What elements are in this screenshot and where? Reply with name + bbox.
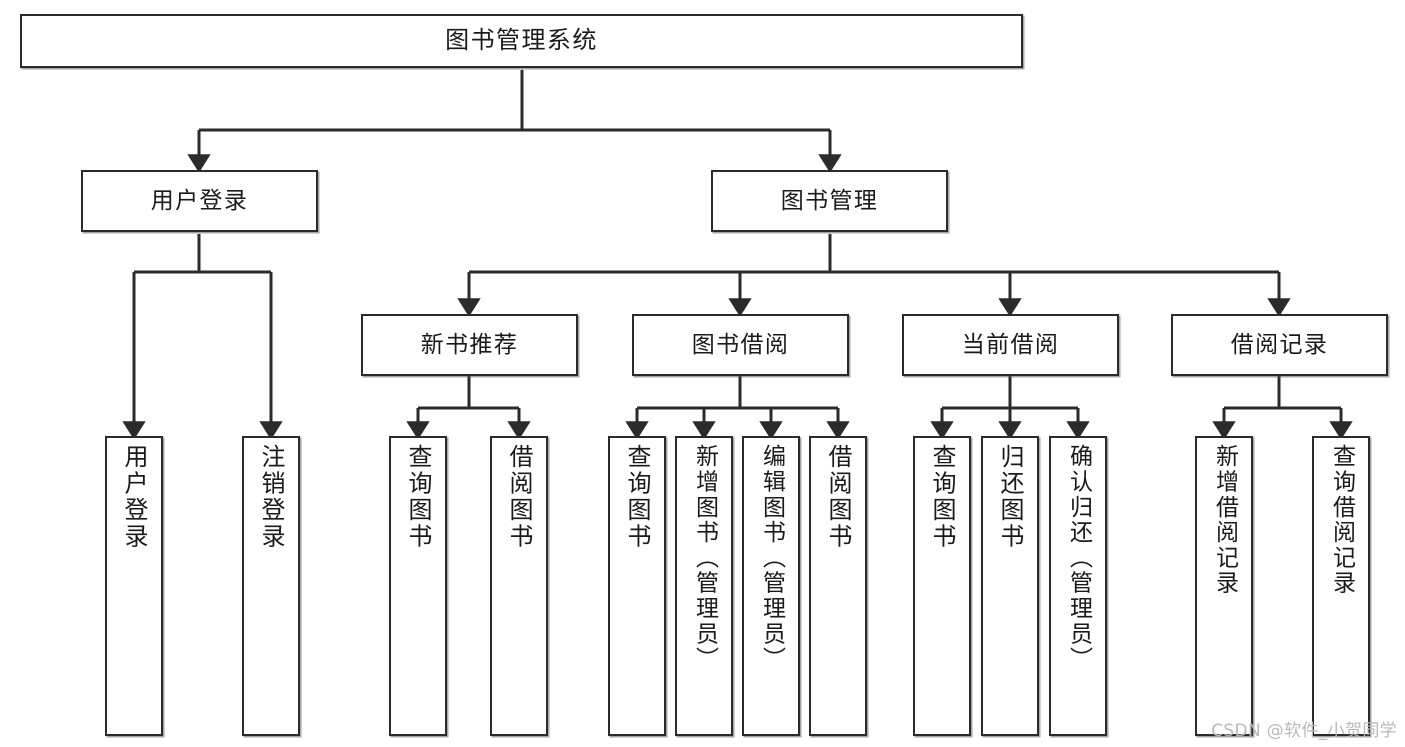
node-leaf-add-book-label: 新增图书（管理员） xyxy=(691,444,718,672)
node-leaf-borrow-book-1-label: 借阅图书 xyxy=(505,444,533,550)
node-leaf-user-login[interactable]: 用户登录 xyxy=(105,436,163,736)
node-leaf-user-login-label: 用户登录 xyxy=(120,444,148,550)
node-book-borrow-label: 图书借阅 xyxy=(691,331,790,358)
node-leaf-confirm-return[interactable]: 确认归还（管理员） xyxy=(1049,436,1107,736)
node-book-management[interactable]: 图书管理 xyxy=(711,170,948,232)
node-root-label: 图书管理系统 xyxy=(445,26,598,55)
node-user-login-label: 用户登录 xyxy=(150,187,249,214)
watermark-text: CSDN @软件_小贺同学 xyxy=(1211,721,1397,741)
node-new-book-recommend-label: 新书推荐 xyxy=(420,331,519,358)
node-leaf-return-book-label: 归还图书 xyxy=(996,444,1024,550)
node-leaf-query-book-1[interactable]: 查询图书 xyxy=(389,436,447,736)
node-leaf-borrow-book-2[interactable]: 借阅图书 xyxy=(809,436,867,736)
node-leaf-query-book-1-label: 查询图书 xyxy=(404,444,432,550)
node-borrow-record[interactable]: 借阅记录 xyxy=(1171,314,1388,376)
node-leaf-logout-login-label: 注销登录 xyxy=(257,444,285,550)
node-leaf-query-book-3[interactable]: 查询图书 xyxy=(913,436,971,736)
node-leaf-return-book[interactable]: 归还图书 xyxy=(981,436,1039,736)
node-current-borrow[interactable]: 当前借阅 xyxy=(902,314,1119,376)
node-current-borrow-label: 当前借阅 xyxy=(961,331,1060,358)
node-new-book-recommend[interactable]: 新书推荐 xyxy=(361,314,578,376)
node-leaf-query-book-2[interactable]: 查询图书 xyxy=(608,436,666,736)
node-leaf-edit-book[interactable]: 编辑图书（管理员） xyxy=(742,436,800,736)
node-leaf-add-record[interactable]: 新增借阅记录 xyxy=(1195,436,1253,736)
node-leaf-query-book-3-label: 查询图书 xyxy=(928,444,956,550)
node-leaf-query-book-2-label: 查询图书 xyxy=(623,444,651,550)
node-leaf-edit-book-label: 编辑图书（管理员） xyxy=(758,444,785,672)
node-root[interactable]: 图书管理系统 xyxy=(20,14,1023,68)
node-leaf-add-record-label: 新增借阅记录 xyxy=(1211,444,1238,596)
node-book-management-label: 图书管理 xyxy=(780,187,879,214)
node-leaf-borrow-book-2-label: 借阅图书 xyxy=(824,444,852,550)
node-leaf-borrow-book-1[interactable]: 借阅图书 xyxy=(490,436,548,736)
node-leaf-confirm-return-label: 确认归还（管理员） xyxy=(1065,444,1092,672)
node-book-borrow[interactable]: 图书借阅 xyxy=(632,314,849,376)
node-leaf-logout-login[interactable]: 注销登录 xyxy=(242,436,300,736)
node-borrow-record-label: 借阅记录 xyxy=(1230,331,1329,358)
node-leaf-add-book[interactable]: 新增图书（管理员） xyxy=(675,436,733,736)
node-leaf-query-record[interactable]: 查询借阅记录 xyxy=(1312,436,1370,736)
node-user-login[interactable]: 用户登录 xyxy=(81,170,318,232)
node-leaf-query-record-label: 查询借阅记录 xyxy=(1328,444,1355,596)
